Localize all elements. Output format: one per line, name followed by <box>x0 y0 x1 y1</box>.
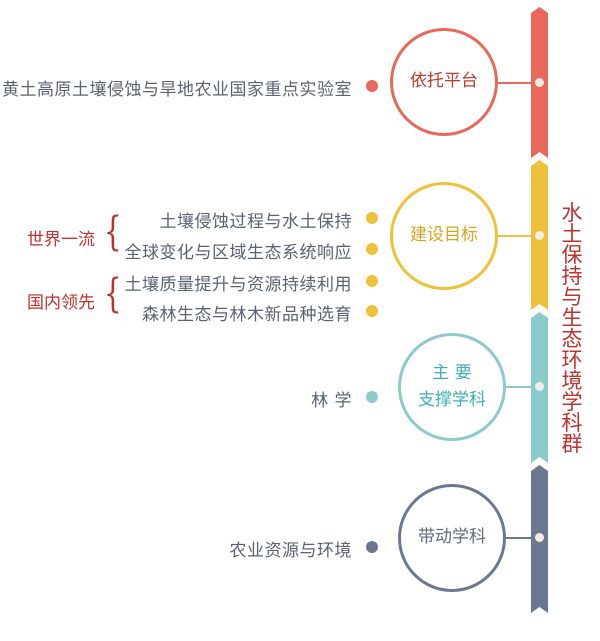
connector-line <box>498 235 540 237</box>
bullet-dot <box>366 212 378 224</box>
list-item: 土壤侵蚀过程与水土保持 <box>159 212 352 232</box>
group-label: 国内领先 <box>27 293 95 313</box>
bullet-dot <box>366 391 378 403</box>
circle-label: 带动学科 <box>418 527 486 548</box>
group-label: 世界一流 <box>27 230 95 250</box>
vertical-title: 水土保持与生态环境学科群 <box>561 201 583 456</box>
circle-label: 依托平台 <box>410 71 478 92</box>
circle-label-line2: 支撑学科 <box>418 390 486 410</box>
connector-dot <box>535 382 544 391</box>
bullet-dot <box>366 541 378 553</box>
circle-main-disciplines: 主 要支撑学科 <box>398 333 506 441</box>
list-item: 全球变化与区域生态系统响应 <box>124 243 352 263</box>
list-item: 农业资源与环境 <box>229 541 352 561</box>
bullet-dot <box>366 275 378 287</box>
connector-line <box>498 82 540 84</box>
list-item: 黄土高原土壤侵蚀与旱地农业国家重点实验室 <box>2 80 352 100</box>
brace-icon: { <box>103 271 122 317</box>
connector-line <box>505 386 540 388</box>
connector-dot <box>535 533 544 542</box>
bullet-dot <box>366 243 378 255</box>
list-item: 森林生态与林木新品种选育 <box>142 305 352 325</box>
connector-line <box>505 537 540 539</box>
bullet-dot <box>366 80 378 92</box>
circle-driven-disciplines: 带动学科 <box>398 484 506 592</box>
connector-dot <box>535 78 544 87</box>
list-item: 林 学 <box>311 391 352 411</box>
circle-goals: 建设目标 <box>390 182 498 290</box>
brace-icon: { <box>103 209 122 255</box>
circle-platform: 依托平台 <box>390 28 498 136</box>
list-item: 土壤质量提升与资源持续利用 <box>124 275 352 295</box>
circle-label: 建设目标 <box>410 225 478 246</box>
bullet-dot <box>366 305 378 317</box>
circle-label-line1: 主 要 <box>432 362 472 383</box>
connector-dot <box>535 231 544 240</box>
